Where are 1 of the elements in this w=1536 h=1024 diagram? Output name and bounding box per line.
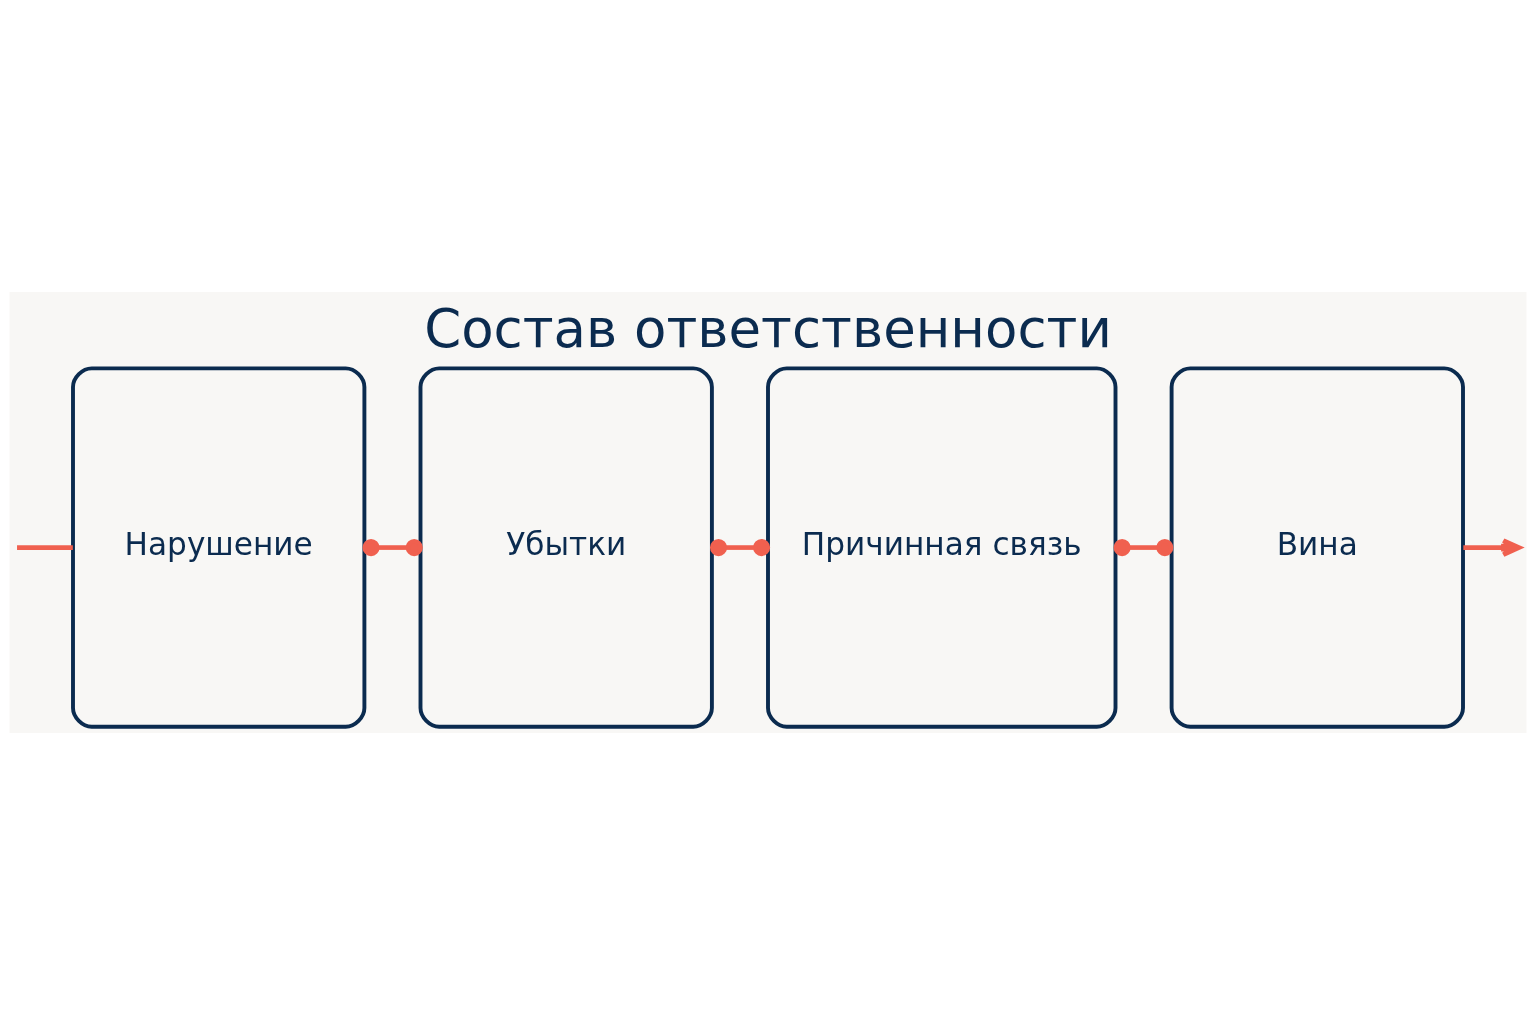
diagram-title: Состав ответственности — [424, 297, 1112, 359]
